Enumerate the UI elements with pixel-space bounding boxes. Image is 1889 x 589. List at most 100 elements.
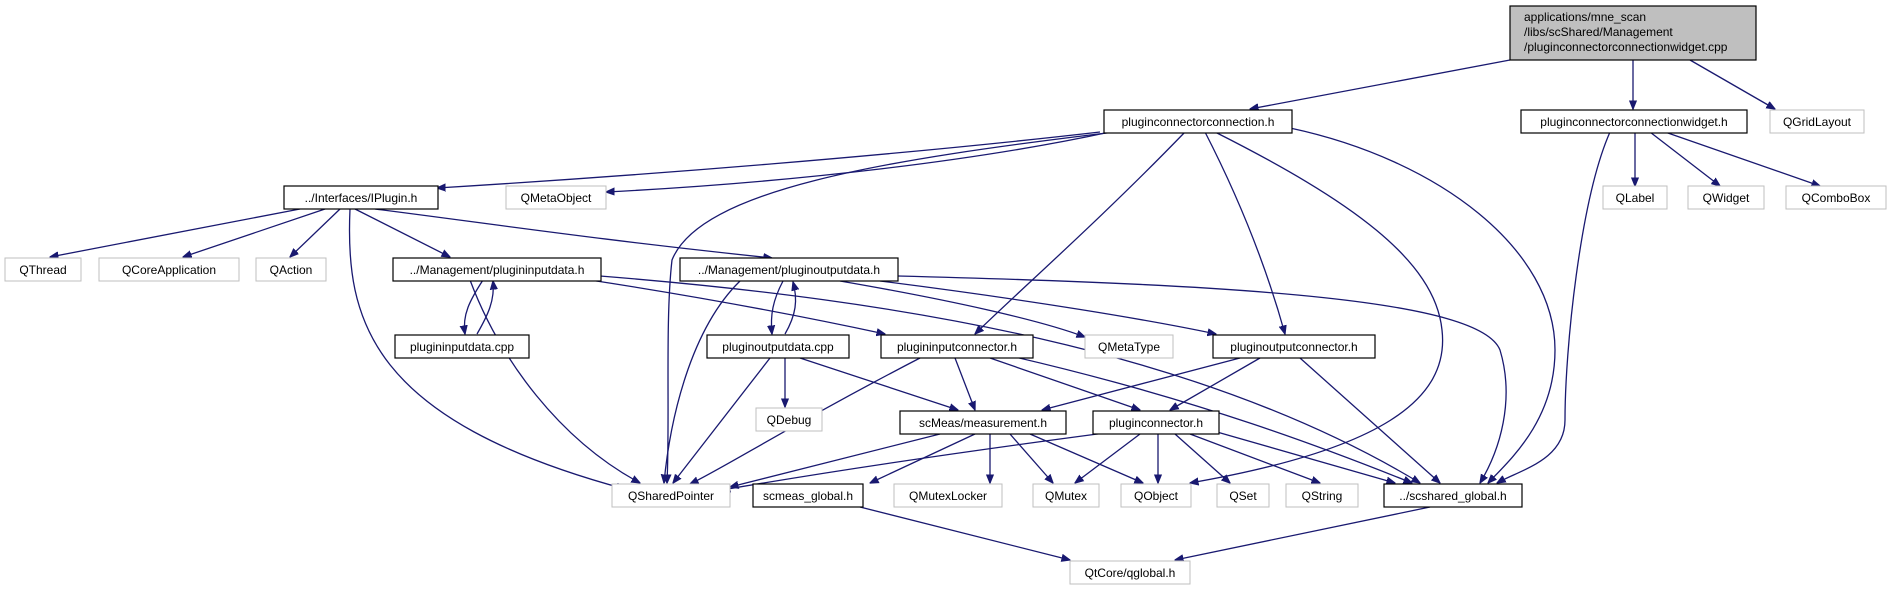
edge-poutdata-to-qsharedpointer [664,280,741,483]
node-label: ../Management/plugininputdata.h [410,263,585,277]
node-plugininputdata-cpp[interactable]: plugininputdata.cpp [394,334,530,359]
nodes: applications/mne_scan /libs/scShared/Man… [4,5,1887,585]
edge-pcc-to-qsharedpointer [667,131,1116,483]
node-label: QCoreApplication [122,263,216,277]
edge-measurement-to-qmutex [1009,433,1053,483]
node-qthread[interactable]: QThread [4,257,82,282]
edge-pinconn-to-measurement [954,357,975,410]
edge-pcc-to-qmetaobject [606,131,1111,192]
node-qaction[interactable]: QAction [255,257,327,282]
node-label: pluginconnector.h [1109,416,1203,430]
edge-pcc-to-poutconn [1204,131,1285,334]
edge-iplugin-to-qthread [50,208,301,257]
node-label: QWidget [1703,191,1750,205]
node-pluginconnectorconnection-h[interactable]: pluginconnectorconnection.h [1103,109,1293,134]
node-label: QMutex [1045,489,1087,503]
node-pluginconnectorconnectionwidget-h[interactable]: pluginconnectorconnectionwidget.h [1520,109,1748,134]
edge-poutdata-cpp-to-poutdata [784,282,796,335]
node-pluginoutputdata-h[interactable]: ../Management/pluginoutputdata.h [679,257,899,282]
node-label: plugininputdata.cpp [410,340,514,354]
node-pluginconnector-h[interactable]: pluginconnector.h [1092,410,1220,435]
node-measurement-h[interactable]: scMeas/measurement.h [899,410,1067,435]
node-qmetatype[interactable]: QMetaType [1084,334,1174,359]
edge-pindata-to-qsharedpointer [469,279,640,483]
node-label: QThread [19,263,66,277]
node-qset[interactable]: QSet [1216,483,1270,508]
node-main-line-3: /pluginconnectorconnectionwidget.cpp [1524,40,1728,54]
node-label: QSet [1229,489,1257,503]
edge-pccw-to-scshared [1497,131,1611,483]
edge-main-to-qgridlayout [1689,59,1775,109]
edge-pindata-cpp-to-pindata [476,281,493,335]
node-label: QtCore/qglobal.h [1085,566,1176,580]
edge-poutconn-to-scshared [1299,357,1440,483]
edge-pinconn-to-pconn [989,357,1140,410]
edge-measurement-to-qsharedpointer [730,433,941,487]
edge-pcc-to-pinconn [975,131,1186,334]
node-qlabel[interactable]: QLabel [1602,185,1668,210]
edge-poutdata-to-qmetatype [839,280,1085,337]
node-label: QMetaObject [521,191,592,205]
node-pluginoutputconnector-h[interactable]: pluginoutputconnector.h [1212,334,1376,359]
node-label: ../scshared_global.h [1399,489,1506,503]
node-label: pluginconnectorconnection.h [1122,115,1275,129]
node-qdebug[interactable]: QDebug [755,407,823,432]
edge-pindata-to-pinconn [589,279,885,334]
node-qobject[interactable]: QObject [1120,483,1192,508]
edge-poutdata-to-scshared [897,275,1507,483]
node-label: QGridLayout [1783,115,1852,129]
edge-iplugin-to-poutdata [374,208,772,258]
node-label: ../Interfaces/IPlugin.h [305,191,418,205]
edge-pindata-to-pindata-cpp [464,279,484,334]
node-scmeas-global-h[interactable]: scmeas_global.h [752,483,864,508]
node-plugininputdata-h[interactable]: ../Management/plugininputdata.h [392,257,602,282]
edge-pcc-to-scshared [1289,127,1556,483]
node-pluginoutputdata-cpp[interactable]: pluginoutputdata.cpp [706,334,850,359]
node-qgridlayout[interactable]: QGridLayout [1769,109,1865,134]
edge-pconn-to-qstring [1189,433,1320,483]
node-main-file[interactable]: applications/mne_scan /libs/scShared/Man… [1509,5,1757,61]
node-label: QComboBox [1802,191,1871,205]
node-qsharedpointer[interactable]: QSharedPointer [611,483,731,508]
edge-iplugin-to-qsharedpointer [348,208,625,489]
edge-main-to-pcc [1250,59,1511,109]
node-plugininputconnector-h[interactable]: plugininputconnector.h [880,334,1034,359]
edge-measurement-to-qobject [1029,433,1143,483]
node-main-line-1: applications/mne_scan [1524,10,1646,24]
node-label: QSharedPointer [628,489,714,503]
node-iplugin-h[interactable]: ../Interfaces/IPlugin.h [283,185,439,210]
edge-pconn-to-qmutex [1075,433,1141,483]
node-qmutex[interactable]: QMutex [1032,483,1100,508]
node-label: scmeas_global.h [763,489,853,503]
node-qmutexlocker[interactable]: QMutexLocker [893,483,1003,508]
node-main-line-2: /libs/scShared/Management [1524,25,1673,39]
node-scshared-global-h[interactable]: ../scshared_global.h [1383,483,1523,508]
edge-pccw-to-qwidget [1649,131,1720,186]
node-qcoreapplication[interactable]: QCoreApplication [98,257,240,282]
edge-scshared-to-qglobal [1175,506,1431,560]
node-label: ../Management/pluginoutputdata.h [698,263,880,277]
edge-poutdata-cpp-to-qsharedpointer [673,357,771,483]
node-qstring[interactable]: QString [1285,483,1359,508]
edge-poutdata-to-poutconn [879,280,1216,334]
node-label: QAction [270,263,313,277]
node-label: QObject [1134,489,1179,503]
node-qmetaobject[interactable]: QMetaObject [505,185,607,210]
edge-pcc-to-qobject [1190,131,1444,483]
edge-poutdata-to-poutdata-cpp [771,280,784,334]
edge-pconn-to-scshared [1209,429,1395,483]
node-qwidget[interactable]: QWidget [1687,185,1765,210]
node-qcombobox[interactable]: QComboBox [1785,185,1887,210]
node-label: QMutexLocker [909,489,987,503]
edge-poutconn-to-pconn [1170,357,1261,410]
edge-pinconn-to-scshared [1014,356,1412,483]
node-label: QMetaType [1098,340,1160,354]
edge-iplugin-to-qaction [290,208,341,257]
node-qtcore-qglobal-h[interactable]: QtCore/qglobal.h [1069,560,1191,585]
node-label: QDebug [767,413,812,427]
edge-pcc-to-iplugin [437,131,1101,188]
node-label: QString [1302,489,1343,503]
node-label: scMeas/measurement.h [919,416,1047,430]
node-label: pluginoutputdata.cpp [722,340,834,354]
edge-pinconn-to-qsharedpointer [690,357,921,484]
